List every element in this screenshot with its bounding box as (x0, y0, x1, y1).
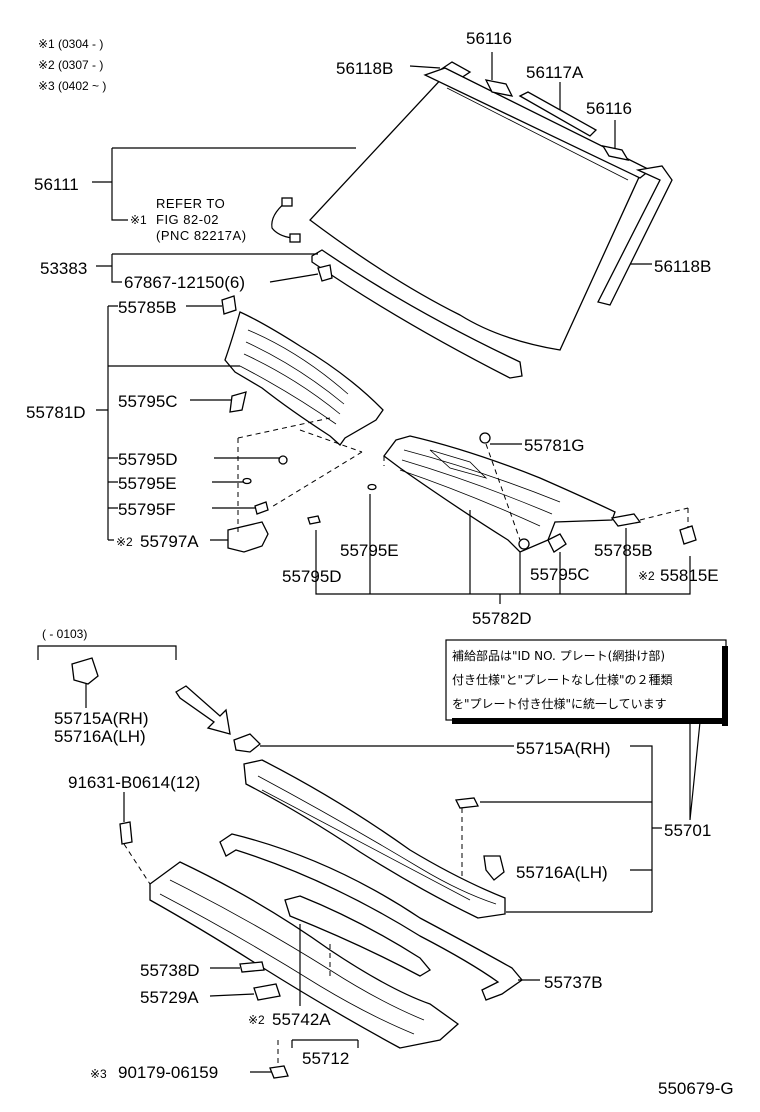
note-2-mark: ※2 (38, 58, 55, 72)
part-labels: 56116 56118B 56117A 56116 56111 53383 67… (26, 29, 734, 1098)
cowl-seal-55737b (219, 833, 523, 1001)
label-56118b-right: 56118B (654, 257, 711, 276)
label-55815e-mark: ※2 (638, 569, 655, 583)
label-56116-right: 56116 (586, 99, 632, 118)
label-55712: 55712 (302, 1049, 349, 1068)
rain-sensor-harness-icon (271, 197, 301, 243)
label-55797a: 55797A (140, 532, 199, 551)
label-55716a-lh-left: 55716A(LH) (54, 727, 146, 746)
note-2-text: (0307 - ) (58, 58, 103, 72)
notice-line-3: を"プレート付き仕様"に統一しています (452, 697, 667, 711)
label-55795c-left: 55795C (118, 392, 178, 411)
supply-notice-box: 補給部品は"ID NO. プレート(網掛け部) 付き仕様"と"プレートなし仕様"… (445, 639, 728, 726)
refer-line-1: REFER TO (156, 196, 225, 211)
label-56118b-top: 56118B (336, 59, 393, 78)
notice-line-2: 付き仕様"と"プレートなし仕様"の２種類 (452, 673, 673, 687)
cowl-panel-lower-55712 (119, 821, 460, 1079)
label-55795d-bottom: 55795D (282, 567, 342, 586)
note-3-text: (0402 ~ ) (58, 79, 106, 93)
label-range-0103: ( - 0103) (42, 627, 87, 641)
label-55742a: 55742A (272, 1010, 331, 1029)
label-55781d: 55781D (26, 403, 86, 422)
label-55797a-mark: ※2 (116, 535, 133, 549)
leader-lines (37, 52, 701, 1073)
label-55737b: 55737B (544, 973, 603, 992)
cowl-louver-right-55782d (307, 432, 697, 553)
label-55738d: 55738D (140, 961, 200, 980)
refer-mark: ※1 (130, 213, 147, 227)
applicability-notes: ※1 (0304 - ) ※2 (0307 - ) ※3 (0402 ~ ) (38, 37, 106, 93)
figure-number: 550679-G (658, 1079, 734, 1098)
label-55785b-top: 55785B (118, 298, 177, 317)
refer-note: ※1 REFER TO FIG 82-02 (PNC 82217A) (130, 196, 247, 243)
label-55715a-rh-right: 55715A(RH) (516, 739, 611, 758)
label-55795c-right: 55795C (530, 565, 590, 584)
refer-line-2: FIG 82-02 (156, 212, 219, 227)
label-55795d-left: 55795D (118, 450, 178, 469)
label-55795f: 55795F (118, 500, 176, 519)
label-55701: 55701 (664, 821, 711, 840)
bracket-rh-old-icon (71, 657, 99, 685)
windshield-glass-56111 (309, 61, 673, 379)
label-55781g: 55781G (524, 436, 585, 455)
label-91631: 91631-B0614(12) (68, 773, 200, 792)
notice-line-1: 補給部品は"ID NO. プレート(網掛け部) (452, 648, 665, 663)
label-56116-top: 56116 (466, 29, 512, 48)
label-55795e-mid: 55795E (340, 541, 399, 560)
label-55782d: 55782D (472, 609, 532, 628)
label-56111: 56111 (34, 175, 79, 194)
label-90179: 90179-06159 (118, 1063, 218, 1082)
note-1-mark: ※1 (38, 37, 55, 51)
label-55716a-lh-right: 55716A(LH) (516, 863, 608, 882)
label-55815e: 55815E (660, 566, 719, 585)
note-3-mark: ※3 (38, 79, 55, 93)
label-55785b-right: 55785B (594, 541, 653, 560)
label-90179-mark: ※3 (90, 1067, 107, 1081)
label-55742a-mark: ※2 (248, 1013, 265, 1027)
label-55715a-rh-left: 55715A(RH) (54, 709, 149, 728)
label-67867: 67867-12150(6) (124, 273, 245, 292)
label-55729a: 55729A (140, 988, 199, 1007)
refer-line-3: (PNC 82217A) (156, 228, 247, 243)
direction-arrow-icon (175, 685, 231, 735)
note-1-text: (0304 - ) (58, 37, 103, 51)
label-56117a: 56117A (526, 63, 584, 82)
cowl-top-panel-55701 (233, 733, 506, 919)
label-53383: 53383 (40, 259, 87, 278)
label-55795e-left: 55795E (118, 474, 177, 493)
